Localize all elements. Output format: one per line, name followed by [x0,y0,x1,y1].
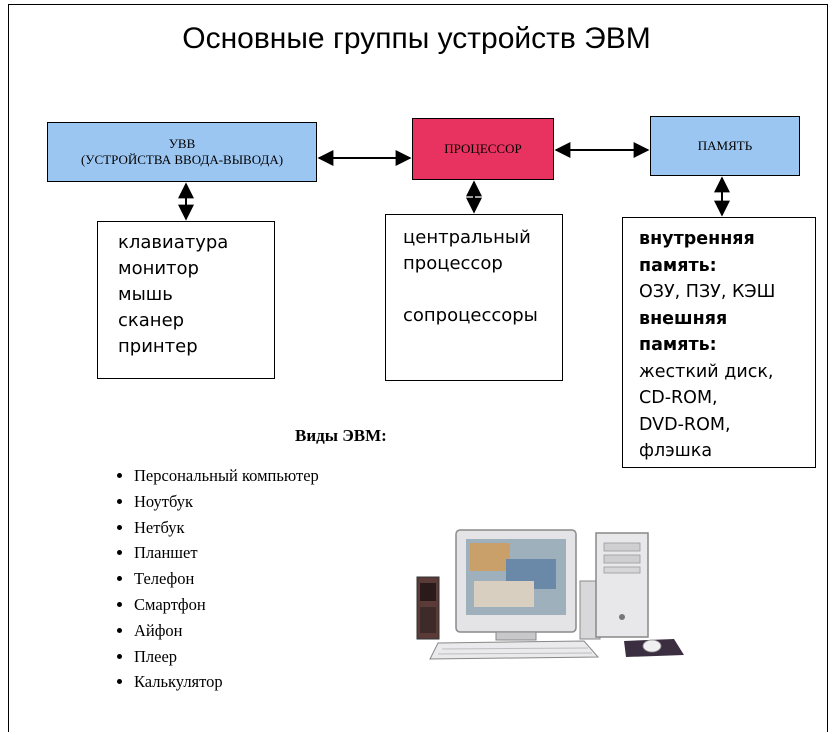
io-device-item: мышь [118,284,173,305]
io-device-item: принтер [118,336,198,357]
computer-type-item: Плеер [134,644,319,670]
io-block-label-short: УВВ [168,136,196,151]
io-devices-list: клавиатура монитор мышь сканер принтер [97,221,275,379]
cpu-item-central-1: центральный [403,227,531,248]
external-memory-item: DVD-ROM, [639,414,731,435]
internal-memory-heading: внутренняя [639,229,755,249]
io-devices-block: УВВ (УСТРОЙСТВА ВВОДА-ВЫВОДА) [47,122,317,182]
computer-type-item: Телефон [134,566,319,592]
slide-frame [8,4,828,732]
processor-block: ПРОЦЕССОР [412,118,554,180]
external-memory-item: флэшка [639,441,713,461]
cpu-item-coprocessors: сопроцессоры [403,305,538,326]
computer-types-list: Персональный компьютер Ноутбук Нетбук Пл… [88,463,319,695]
internal-memory-value: ОЗУ, ПЗУ, КЭШ [639,282,776,302]
internal-memory-heading-2: память: [639,255,717,276]
page-title: Основные группы устройств ЭВМ [182,22,651,55]
external-memory-heading-2: память: [639,335,717,355]
computer-type-item: Планшет [134,540,319,566]
processor-list: центральный процессор сопроцессоры [385,214,563,381]
memory-block: ПАМЯТЬ [650,116,800,176]
computer-type-item: Смартфон [134,592,319,618]
external-memory-heading: внешняя [639,308,728,329]
computer-type-item: Айфон [134,618,319,644]
desktop-computer-icon [416,529,684,660]
computer-types-heading: Виды ЭВМ: [295,426,387,445]
computer-type-item: Нетбук [134,515,319,541]
external-memory-item: CD-ROM, [639,388,718,408]
memory-block-label: ПАМЯТЬ [697,138,753,153]
io-device-item: клавиатура [118,232,229,253]
computer-type-item: Ноутбук [134,489,319,515]
cpu-item-central-2: процессор [403,253,503,274]
computer-type-item: Персональный компьютер [134,463,319,489]
io-device-item: сканер [118,310,185,331]
io-block-label-full: (УСТРОЙСТВА ВВОДА-ВЫВОДА) [80,152,284,167]
memory-list: внутренняя память: ОЗУ, ПЗУ, КЭШ внешняя… [622,217,816,468]
processor-block-label: ПРОЦЕССОР [444,141,522,156]
computer-type-item: Калькулятор [134,669,319,695]
io-device-item: монитор [118,258,199,279]
external-memory-item: жесткий диск, [639,361,774,382]
